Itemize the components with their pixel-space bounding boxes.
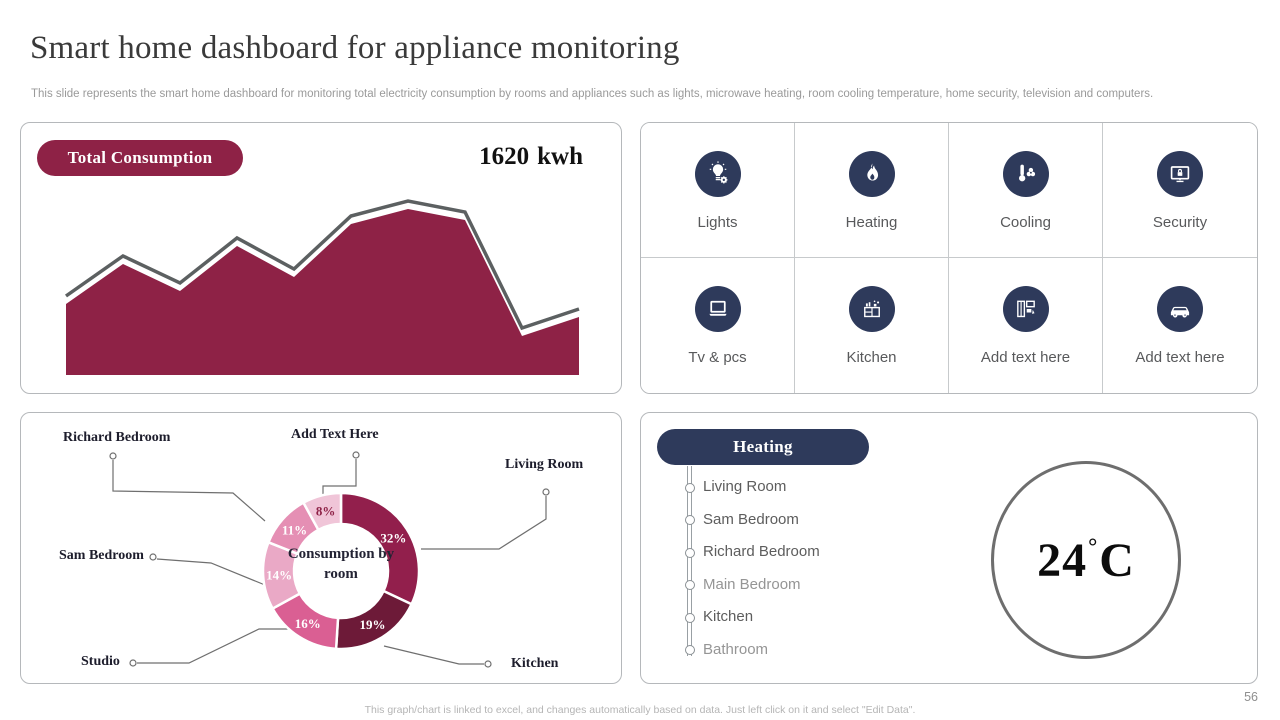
appliance-cell-tv-pcs-4[interactable]: Tv & pcs	[641, 258, 795, 393]
room-item-sam-bedroom: Sam Bedroom	[703, 510, 799, 528]
appliance-cell-lights-0[interactable]: Lights	[641, 123, 795, 258]
appliance-label: Lights	[697, 214, 738, 231]
total-consumption-badge: Total Consumption	[37, 140, 243, 176]
room-item-main-bedroom: Main Bedroom	[703, 575, 801, 593]
monitor-lock-icon	[1157, 151, 1203, 197]
appliance-cell-heating-1[interactable]: Heating	[795, 123, 949, 258]
room-marker-richard-bedroom	[685, 547, 695, 558]
donut-percent-label-add-text-here: 8%	[316, 503, 336, 518]
thermometer-fan-icon	[1002, 151, 1049, 197]
appliance-cell-security-3[interactable]: Security	[1103, 123, 1257, 258]
consumption-by-room-donut-chart[interactable]: 32% 19% 16% 14% 11% 8%	[21, 413, 620, 682]
footer-note: This graph/chart is linked to excel, and…	[364, 704, 916, 716]
appliance-grid-panel: Lights Heating Cooling Security Tv & pcs Kitc…	[640, 122, 1258, 394]
donut-percent-label-kitchen: 19%	[360, 617, 386, 632]
callout-label-add-text-here: Add Text Here	[291, 427, 379, 442]
callout-markers	[109, 451, 550, 668]
appliance-cell-add-text-here-6[interactable]: Add text here	[949, 258, 1103, 393]
appliance-cell-kitchen-5[interactable]: Kitchen	[795, 258, 949, 393]
donut-percent-label-sam-bedroom: 14%	[266, 567, 292, 582]
donut-percent-label-studio: 16%	[295, 616, 321, 631]
appliance-label: Cooling	[1000, 214, 1051, 231]
furniture-icon	[1002, 286, 1049, 332]
temp-number: 24	[1037, 533, 1088, 587]
flame-icon	[848, 151, 895, 197]
total-consumption-panel: Total Consumption 1620 kwh	[20, 122, 622, 394]
appliance-label: Add text here	[1135, 349, 1225, 366]
donut-slice-add-text-here	[301, 491, 343, 532]
page-title: Smart home dashboard for appliance monit…	[30, 30, 680, 66]
total-consumption-badge-label: Total Consumption	[67, 148, 213, 167]
appliance-label: Kitchen	[846, 349, 897, 366]
temperature-dial: 24°C	[991, 461, 1181, 659]
room-marker-sam-bedroom	[685, 515, 695, 525]
page-number: 56	[1244, 690, 1258, 704]
appliance-label: Heating	[845, 214, 898, 231]
room-marker-bathroom	[685, 645, 695, 655]
room-item-living-room: Living Room	[703, 478, 787, 495]
lightbulb-gear-icon	[694, 151, 741, 197]
appliance-label: Add text here	[980, 349, 1071, 366]
donut-percent-label-richard-bedroom: 11%	[282, 522, 307, 537]
room-item-kitchen: Kitchen	[703, 608, 754, 625]
room-marker-living-room	[685, 482, 695, 493]
total-consumption-value: 1620 kwh	[479, 143, 583, 171]
car-icon	[1157, 286, 1203, 332]
appliance-cell-cooling-2[interactable]: Cooling	[949, 123, 1103, 258]
callout-label-studio: Studio	[81, 654, 120, 669]
total-consumption-area-chart[interactable]	[21, 123, 623, 392]
callout-label-living-room: Living Room	[505, 457, 584, 472]
heating-badge-label: Heating	[733, 437, 793, 456]
consumption-by-room-panel: 32% 19% 16% 14% 11% 8% Consumption by room Ri…	[20, 412, 622, 684]
callout-leader-lines	[112, 459, 547, 665]
area-fill	[66, 209, 579, 375]
donut-percent-label-living-room: 32%	[380, 530, 406, 545]
appliance-grid: Lights Heating Cooling Security Tv & pcs Kitc…	[641, 123, 1257, 393]
appliance-cell-add-text-here-7[interactable]: Add text here	[1103, 258, 1257, 393]
kitchen-shelf-icon	[848, 286, 895, 332]
appliance-label: Security	[1152, 214, 1208, 231]
temperature-value: 24°C	[1037, 533, 1135, 588]
laptop-icon	[694, 286, 741, 332]
room-marker-kitchen	[685, 612, 695, 623]
donut-center-label: Consumption by room	[287, 546, 395, 582]
area-outline	[64, 199, 580, 331]
kwh-unit: kwh	[537, 143, 583, 170]
temp-unit: C	[1099, 533, 1135, 587]
room-marker-main-bedroom	[685, 580, 695, 590]
donut-slice-living-room	[339, 491, 421, 606]
callout-label-sam-bedroom: Sam Bedroom	[59, 548, 144, 563]
room-item-richard-bedroom: Richard Bedroom	[703, 543, 820, 560]
callout-label-richard-bedroom: Richard Bedroom	[63, 430, 171, 445]
degree-symbol: °	[1088, 533, 1099, 559]
kwh-number: 1620	[479, 143, 530, 170]
callout-label-kitchen: Kitchen	[511, 656, 559, 671]
page-subtitle: This slide represents the smart home das…	[31, 88, 1154, 100]
room-item-bathroom: Bathroom	[703, 640, 769, 658]
appliance-label: Tv & pcs	[688, 349, 747, 366]
room-timeline-rail	[687, 466, 692, 656]
heating-badge: Heating	[657, 429, 869, 465]
